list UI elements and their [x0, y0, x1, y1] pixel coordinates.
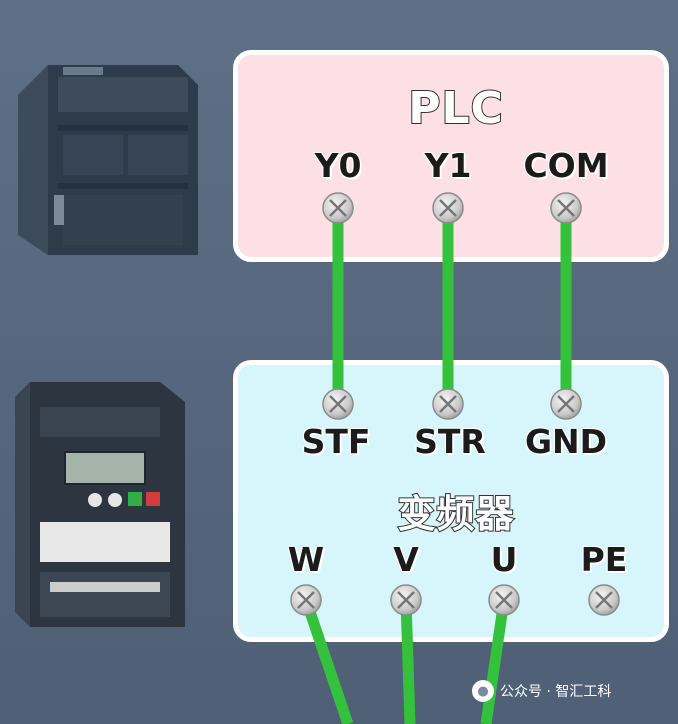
terminal-label-pe: PE — [580, 540, 628, 579]
wechat-icon: ● — [472, 680, 494, 702]
terminal-label-y0: Y0 — [314, 146, 362, 185]
terminal-label-w: W — [287, 540, 325, 579]
terminal-label-u: U — [490, 540, 518, 579]
terminal-label-gnd: GND — [524, 422, 608, 461]
terminal-label-y1: Y1 — [424, 146, 472, 185]
terminal-label-str: STR — [414, 422, 486, 461]
watermark: ● 公众号 · 智汇工科 — [472, 680, 611, 702]
terminal-label-stf: STF — [301, 422, 371, 461]
vfd-device-image — [15, 382, 185, 627]
vfd-panel: 变频器 — [233, 360, 669, 642]
watermark-text: 公众号 · 智汇工科 — [500, 684, 612, 700]
vfd-title: 变频器 — [396, 491, 515, 537]
terminal-label-com: COM — [523, 146, 609, 185]
plc-device-image — [18, 65, 198, 255]
terminal-label-v: V — [393, 540, 419, 579]
plc-title: PLC — [407, 82, 504, 135]
